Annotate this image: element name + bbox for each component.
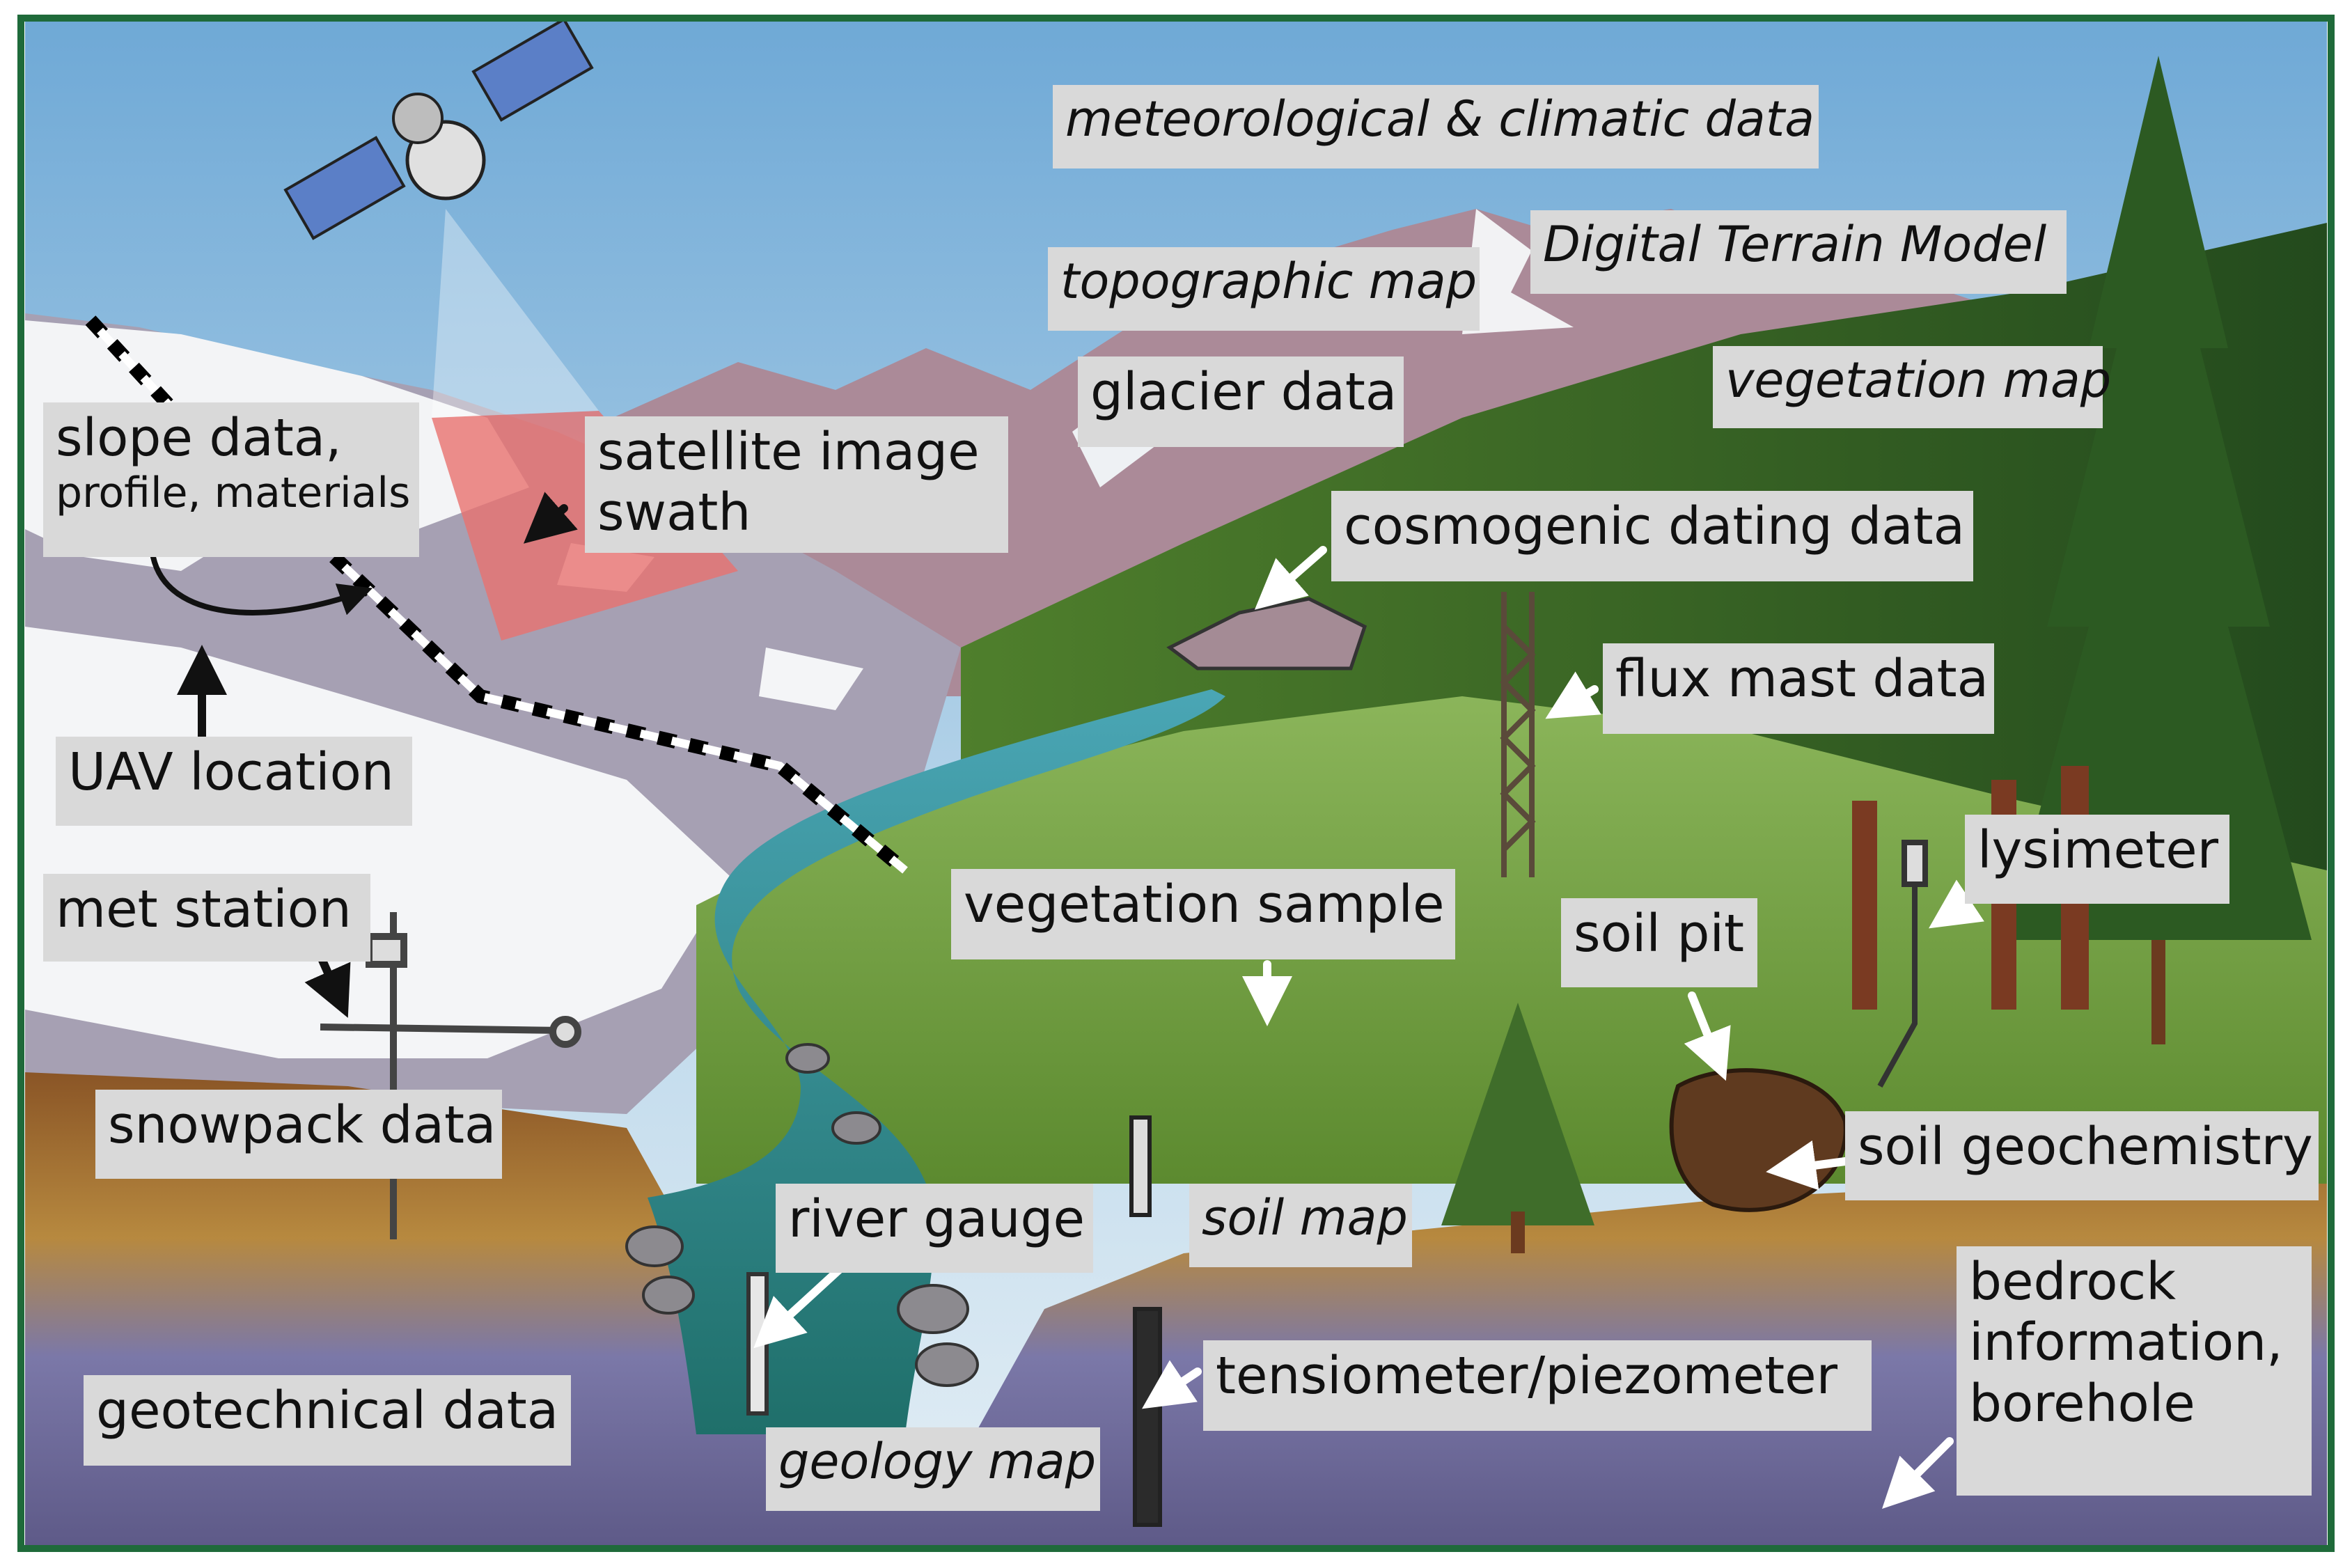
tensiometer-icon	[1129, 1115, 1162, 1527]
figure-frame	[17, 15, 2335, 1552]
arrow-slope-curve	[150, 554, 373, 616]
arrow-flux-mast	[1545, 671, 1601, 719]
label-digital-terrain-model: Digital Terrain Model	[1530, 210, 2067, 294]
label-river-gauge: river gauge	[776, 1184, 1093, 1273]
label-bedrock-information: bedrock information, borehole	[1957, 1246, 2312, 1496]
rock-outcrop	[1166, 597, 1367, 671]
flux-mast-icon	[1500, 592, 1536, 877]
lysimeter-icon	[1877, 840, 1928, 1088]
meadow	[696, 696, 2327, 1184]
arrow-bedrock	[1882, 1437, 1954, 1509]
label-slope-data: slope data, profile, materials	[43, 402, 419, 557]
label-glacier-data: glacier data	[1078, 356, 1404, 447]
bedrock-line-2: information,	[1969, 1312, 2283, 1373]
bedrock-line-3: borehole	[1969, 1373, 2195, 1434]
arrow-cosmogenic	[1254, 546, 1327, 610]
slope-line-2: profile, materials	[56, 469, 411, 518]
label-lysimeter: lysimeter	[1965, 815, 2229, 904]
label-cosmogenic-dating: cosmogenic dating data	[1331, 491, 1973, 581]
label-tensiometer-piezometer: tensiometer/piezometer	[1203, 1340, 1872, 1431]
river-rocks	[625, 1043, 979, 1387]
label-geotechnical-data: geotechnical data	[84, 1375, 571, 1466]
slope-line-1: slope data,	[56, 408, 342, 468]
satellite-line-2: swath	[597, 483, 751, 543]
label-satellite-swath: satellite image swath	[585, 416, 1008, 553]
label-geology-map: geology map	[766, 1427, 1100, 1511]
label-soil-map: soil map	[1189, 1184, 1412, 1267]
label-vegetation-sample: vegetation sample	[951, 869, 1455, 959]
label-met-station: met station	[43, 874, 370, 962]
label-flux-mast-data: flux mast data	[1603, 643, 1994, 734]
bedrock-line-1: bedrock	[1969, 1252, 2177, 1312]
label-topographic-map: topographic map	[1048, 247, 1480, 331]
arrow-soil-geochem	[1766, 1140, 1849, 1191]
label-vegetation-map: vegetation map	[1713, 346, 2111, 428]
arrow-satellite	[523, 492, 578, 544]
label-soil-geochemistry: soil geochemistry	[1845, 1111, 2319, 1200]
river-gauge-icon	[746, 1272, 769, 1416]
label-snowpack-data: snowpack data	[95, 1090, 502, 1179]
label-meteorological: meteorological & climatic data	[1053, 85, 1819, 168]
satellite-icon	[283, 17, 594, 240]
arrow-tensiometer	[1142, 1360, 1202, 1409]
arrow-soil-pit	[1684, 991, 1731, 1081]
met-station-icon	[320, 912, 581, 1239]
arrow-river-gauge	[753, 1256, 854, 1349]
label-uav-location: UAV location	[56, 737, 412, 826]
satellite-line-1: satellite image	[597, 422, 980, 482]
label-soil-pit: soil pit	[1561, 898, 1757, 987]
